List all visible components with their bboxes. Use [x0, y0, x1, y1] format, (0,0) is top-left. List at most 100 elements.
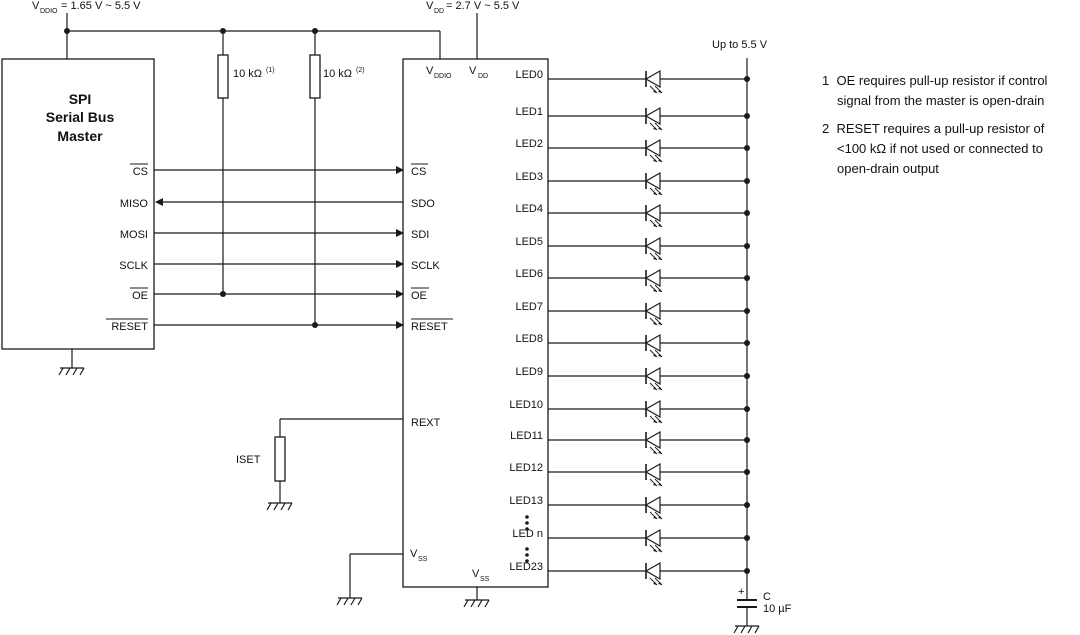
svg-text:V: V [426, 0, 434, 12]
svg-text:DDIO: DDIO [40, 8, 58, 15]
master-pin-reset: RESET [111, 321, 148, 333]
led-channel: LED2 [515, 138, 750, 163]
led-pin-label: LED10 [509, 399, 543, 411]
led-anode-junction [744, 76, 750, 82]
resistor-2-value: 10 kΩ [323, 68, 352, 80]
footnote-2-line-1: RESET requires a pull-up resistor of [836, 121, 1045, 136]
led-anode-junction [744, 469, 750, 475]
driver-pin-cs: CS [411, 166, 426, 178]
led-anode-junction [744, 437, 750, 443]
led-diode-icon [644, 333, 663, 358]
footnote-1: 1 OE requires pull-up resistor if contro… [822, 71, 1077, 111]
led-channel: LED9 [515, 366, 750, 391]
driver-power-pins: V DDIO V DD [426, 65, 488, 80]
led-anode-junction [744, 535, 750, 541]
led-channel: LED n [512, 528, 750, 553]
master-pin-labels: CS MISO MOSI SCLK OE RESET [106, 163, 149, 333]
svg-text:SS: SS [418, 556, 428, 563]
driver-pin-vss-bottom: V [472, 568, 480, 580]
svg-text:V: V [426, 65, 434, 77]
led-pin-label: LED13 [509, 495, 543, 507]
spi-signal-lines [154, 166, 404, 329]
led-channel: LED3 [515, 171, 750, 196]
led-diode-icon [644, 138, 663, 163]
led-channel: LED0 [515, 69, 750, 94]
iset-resistor: ISET [236, 418, 403, 503]
led-channel: LED4 [515, 203, 750, 228]
led-supply-label: Up to 5.5 V [712, 39, 768, 51]
footnote-2: 2 RESET requires a pull-up resistor of <… [822, 119, 1077, 179]
driver-left-pin-labels: CS SDO SDI SCLK OE RESET REXT V SS V SS [410, 163, 490, 583]
led-diode-icon [644, 462, 663, 487]
supply-rails [66, 13, 748, 578]
spi-master-block [1, 58, 155, 350]
vddio-supply-label: V DDIO = 1.65 V ~ 5.5 V [32, 0, 141, 15]
led-diode-icon [644, 366, 663, 391]
vdd-supply-label: V DD = 2.7 V ~ 5.5 V [426, 0, 520, 15]
capacitor-ground-symbol [733, 625, 760, 634]
led-diode-icon [644, 236, 663, 261]
led-channel: LED23 [509, 561, 750, 586]
led-diode-icon [644, 171, 663, 196]
led-diode-icon [644, 301, 663, 326]
led-pin-label: LED0 [515, 69, 543, 81]
svg-text:Serial Bus: Serial Bus [46, 109, 115, 125]
led-channel: LED12 [509, 462, 750, 487]
iset-label: ISET [236, 454, 261, 466]
led-pin-label: LED11 [510, 430, 543, 442]
master-pin-mosi: MOSI [120, 229, 148, 241]
resistor-2-note-ref: (2) [356, 67, 365, 74]
led-channel: LED7 [515, 301, 750, 326]
master-pin-miso: MISO [120, 198, 149, 210]
driver-pin-sclk: SCLK [411, 260, 440, 272]
footnote-1-line-1: OE requires pull-up resistor if control [836, 73, 1048, 88]
led-continuation-dots [525, 515, 529, 563]
led-anode-junction [744, 243, 750, 249]
bypass-capacitor: + C 10 µF [737, 578, 792, 626]
led-pin-label: LED23 [509, 561, 543, 573]
svg-text:DD: DD [478, 73, 488, 80]
driver-pin-sdi: SDI [411, 229, 429, 241]
led-diode-icon [644, 528, 663, 553]
driver-pin-vss-left: V [410, 548, 418, 560]
led-anode-junction [744, 308, 750, 314]
led-channel: LED10 [509, 399, 750, 424]
svg-text:SS: SS [480, 576, 490, 583]
led-diode-icon [644, 561, 663, 586]
led-driver-ic [402, 58, 549, 588]
led-diode-icon [644, 203, 663, 228]
led-anode-junction [744, 275, 750, 281]
led-pin-label: LED8 [515, 333, 543, 345]
led-anode-junction [744, 210, 750, 216]
led-pin-label: LED9 [515, 366, 543, 378]
driver-pin-oe: OE [411, 290, 427, 302]
led-diode-icon [644, 106, 663, 131]
iset-ground-symbol [266, 502, 293, 511]
svg-text:DDIO: DDIO [434, 73, 452, 80]
led-pin-label: LED12 [509, 462, 543, 474]
master-pin-cs: CS [133, 166, 148, 178]
led-diode-icon [644, 495, 663, 520]
pullup-resistor-1: 10 kΩ (1) [217, 31, 275, 294]
driver-pin-reset: RESET [411, 321, 448, 333]
led-pin-label: LED1 [515, 106, 543, 118]
led-pin-label: LED6 [515, 268, 543, 280]
driver-pin-sdo: SDO [411, 198, 435, 210]
master-ground-symbol [58, 349, 85, 376]
led-diode-icon [644, 268, 663, 293]
led-anode-junction [744, 502, 750, 508]
capacitor-name: C [763, 591, 771, 603]
master-pin-oe: OE [132, 290, 148, 302]
led-pin-label: LED n [512, 528, 543, 540]
led-anode-junction [744, 406, 750, 412]
svg-text:V: V [469, 65, 477, 77]
led-channel: LED1 [515, 106, 750, 131]
led-channel: LED5 [515, 236, 750, 261]
led-channel: LED6 [515, 268, 750, 293]
led-anode-junction [744, 113, 750, 119]
led-pin-label: LED3 [515, 171, 543, 183]
footnote-1-line-2: signal from the master is open-drain [837, 93, 1045, 108]
led-anode-junction [744, 373, 750, 379]
master-pin-sclk: SCLK [119, 260, 148, 272]
